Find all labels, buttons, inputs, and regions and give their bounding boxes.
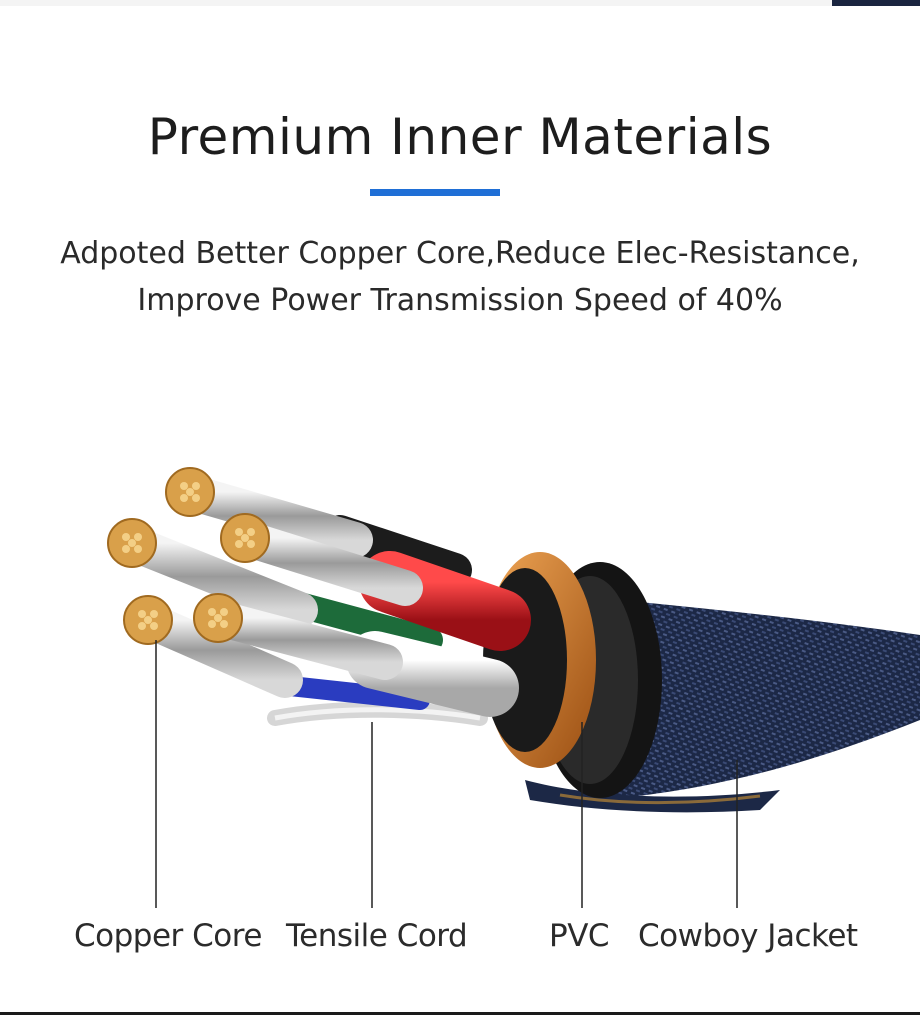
label-tensile-cord: Tensile Cord	[286, 918, 468, 954]
title-accent-bar	[370, 189, 500, 196]
top-strip	[0, 0, 920, 6]
page-title: Premium Inner Materials	[147, 108, 773, 166]
description-line-2: Improve Power Transmission Speed of 40%	[137, 283, 783, 318]
shield-layer-shape	[483, 552, 596, 768]
label-leader-lines	[155, 640, 738, 908]
description: Adpoted Better Copper Core,Reduce Elec-R…	[0, 230, 920, 324]
label-cowboy-jacket: Cowboy Jacket	[638, 918, 858, 954]
label-pvc: PVC	[549, 918, 610, 954]
green-wire-shape	[287, 592, 443, 653]
top-corner-decoration	[832, 0, 920, 6]
copper-core-tips	[107, 467, 270, 645]
cable-cross-section-illustration	[107, 467, 920, 908]
label-copper-core: Copper Core	[74, 918, 262, 954]
bottom-border	[0, 1012, 920, 1015]
description-line-1: Adpoted Better Copper Core,Reduce Elec-R…	[60, 236, 860, 271]
copper-strand-bundles	[114, 474, 423, 698]
blue-wire-shape	[280, 676, 430, 710]
